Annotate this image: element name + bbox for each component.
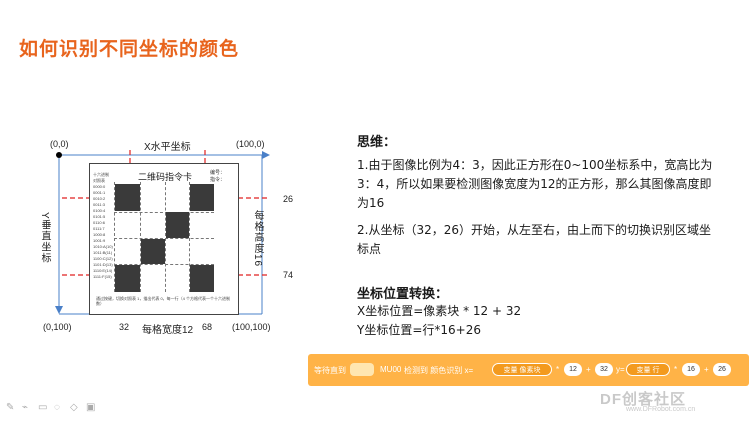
mark-68: 68 <box>202 322 213 332</box>
mark-74: 74 <box>283 270 294 280</box>
y-axis-arrow <box>55 306 63 314</box>
highlighter-icon[interactable]: ◌ <box>54 402 60 413</box>
thinking-point-2: 2.从坐标（32，26）开始，从左至右，由上而下的切换识别区域坐标点 <box>357 223 711 256</box>
y-formula: Y坐标位置=行*16+26 <box>357 323 481 337</box>
top-right-label: (100,0) <box>236 139 265 149</box>
wait-until-label: 等待直到 <box>314 366 346 375</box>
bottom-right-label: (100,100) <box>232 322 271 332</box>
input-32[interactable]: 32 <box>595 363 613 376</box>
op-plus-2: + <box>704 365 709 374</box>
cell-height-label: 每格高度16 <box>252 210 263 268</box>
x-axis-arrow <box>262 151 270 159</box>
grid-line <box>114 264 214 265</box>
eraser-icon[interactable]: ◇ <box>70 402 78 413</box>
thinking-heading: 思维： <box>357 135 397 150</box>
qr-cell <box>115 265 140 292</box>
card-title: 二维码指令卡 <box>138 172 193 182</box>
pen-icon[interactable]: ✎ <box>6 402 15 413</box>
detect-label: 检测到 颜色识别 x= <box>404 366 474 375</box>
grid-line <box>114 238 214 239</box>
watermark-brand: DF创客社区 <box>600 391 686 408</box>
qr-cell <box>115 184 140 211</box>
grid-line <box>140 182 141 292</box>
x-formula: X坐标位置=像素块 * 12 + 32 <box>357 304 522 318</box>
op-multiply-1: * <box>556 365 560 374</box>
input-16[interactable]: 16 <box>682 363 700 376</box>
y-axis-label: Y垂直坐标 <box>39 212 50 264</box>
var-pixel-pill[interactable]: 变量 像素块 <box>492 363 552 376</box>
origin-dot <box>56 152 62 158</box>
card-hex-table: 十六进制 对照表 0000:0 0001:1 0010:2 0011:3 010… <box>93 172 113 279</box>
card-footnote: 通过按键，切换对照表 1，描出代表 0，每一行（4 个方格代表一个十六进制数） <box>96 296 231 306</box>
laser-pointer-icon[interactable]: ⌁ <box>22 402 29 413</box>
op-plus-1: + <box>586 365 591 374</box>
qr-cell <box>190 265 214 292</box>
var-row-pill[interactable]: 变量 行 <box>626 363 670 376</box>
mark-26: 26 <box>283 194 294 204</box>
bottom-left-label: (0,100) <box>43 322 72 332</box>
grid-line <box>189 182 190 292</box>
qr-cell <box>190 184 214 211</box>
qr-cell <box>141 239 165 264</box>
qr-cell <box>166 212 189 238</box>
screen-icon[interactable]: ▣ <box>86 402 96 413</box>
input-12[interactable]: 12 <box>564 363 582 376</box>
conversion-heading: 坐标位置转换： <box>357 287 449 302</box>
grid-line <box>114 212 214 213</box>
op-multiply-2: * <box>674 365 678 374</box>
sensor-label[interactable]: MU00 <box>380 365 402 374</box>
card-meta: 编号： 指令： <box>210 170 226 183</box>
sensor-icon <box>350 363 374 376</box>
comment-icon[interactable]: ▭ <box>38 402 48 413</box>
cell-width-label: 每格宽度12 <box>142 325 194 336</box>
thinking-point-1: 1.由于图像比例为4：3，因此正方形在0~100坐标系中，宽高比为3：4，所以如… <box>357 158 713 210</box>
wait-until-block[interactable]: 等待直到 MU00 检测到 颜色识别 x= 变量 像素块 * 12 + 32 y… <box>308 354 749 386</box>
x-axis-label: X水平坐标 <box>144 142 191 153</box>
slide-title: 如何识别不同坐标的颜色 <box>19 38 240 60</box>
grid-line <box>165 182 166 292</box>
input-26[interactable]: 26 <box>713 363 731 376</box>
origin-label: (0,0) <box>50 139 69 149</box>
grid-line <box>114 182 115 292</box>
mark-32: 32 <box>119 322 130 332</box>
y-equals-label: y= <box>616 365 625 374</box>
watermark-url: www.DFRobot.com.cn <box>626 406 696 413</box>
qr-instruction-card: 二维码指令卡 编号： 指令： 十六进制 对照表 0000:0 0001:1 00… <box>89 163 239 315</box>
presentation-toolbar: ✎ ⌁ ▭ ◌ ◇ ▣ <box>6 402 97 414</box>
